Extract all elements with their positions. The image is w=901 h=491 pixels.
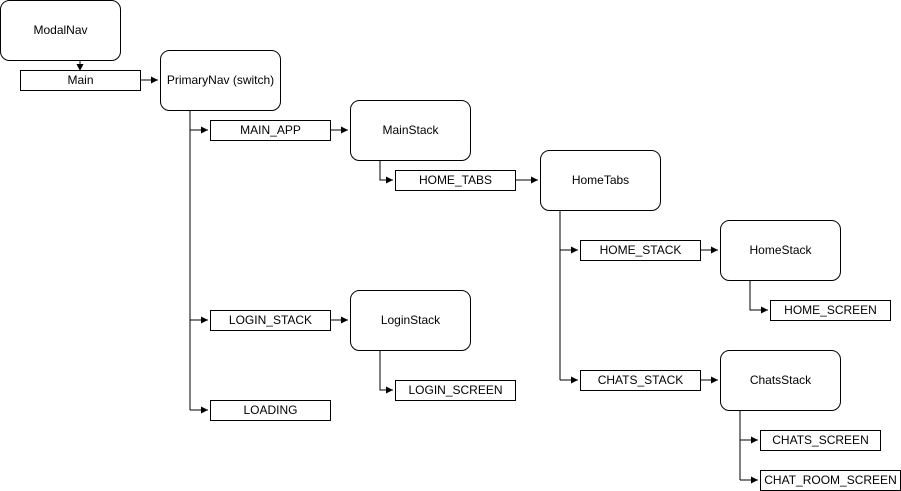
node-primarynav-label: PrimaryNav (switch) xyxy=(167,73,274,87)
node-login-stack-route-label: LOGIN_STACK xyxy=(229,313,312,327)
node-chat-room-screen-label: CHAT_ROOM_SCREEN xyxy=(764,473,896,487)
connectors xyxy=(76,61,768,484)
node-chatsstack-label: ChatsStack xyxy=(750,373,812,387)
node-loading-label: LOADING xyxy=(243,403,297,417)
node-hometabs-label: HomeTabs xyxy=(572,173,629,187)
node-loginstack-label: LoginStack xyxy=(381,313,441,327)
node-homestack-label: HomeStack xyxy=(749,243,812,257)
node-mainstack: MainStack xyxy=(350,100,471,161)
node-home-stack-route-label: HOME_STACK xyxy=(600,243,682,257)
node-modalnav-label: ModalNav xyxy=(33,23,87,37)
node-chats-stack-route: CHATS_STACK xyxy=(580,370,701,391)
node-login-screen: LOGIN_SCREEN xyxy=(395,380,516,401)
connector-mainstack-hometabs-route xyxy=(379,160,393,184)
node-mainstack-label: MainStack xyxy=(382,123,439,137)
node-homestack: HomeStack xyxy=(720,220,841,281)
node-loginstack: LoginStack xyxy=(350,290,471,351)
node-chats-stack-route-label: CHATS_STACK xyxy=(598,373,684,387)
node-hometabs: HomeTabs xyxy=(540,150,661,211)
node-main: Main xyxy=(20,70,141,91)
node-chats-screen-label: CHATS_SCREEN xyxy=(772,433,868,447)
node-login-screen-label: LOGIN_SCREEN xyxy=(408,383,502,397)
connector-loginstack-loginscreen xyxy=(379,350,393,394)
node-main-app: MAIN_APP xyxy=(210,120,331,141)
node-home-screen: HOME_SCREEN xyxy=(770,300,891,321)
node-primarynav: PrimaryNav (switch) xyxy=(160,50,281,111)
node-home-stack-route: HOME_STACK xyxy=(580,240,701,261)
node-modalnav: ModalNav xyxy=(0,0,121,61)
node-home-tabs-route-label: HOME_TABS xyxy=(419,173,492,187)
node-chat-room-screen: CHAT_ROOM_SCREEN xyxy=(760,470,901,491)
node-loading: LOADING xyxy=(210,400,331,421)
connector-homestack-homescreen xyxy=(749,280,768,314)
node-chatsstack: ChatsStack xyxy=(720,350,841,411)
node-home-tabs-route: HOME_TABS xyxy=(395,170,516,191)
node-home-screen-label: HOME_SCREEN xyxy=(784,303,877,317)
node-main-label: Main xyxy=(67,73,93,87)
node-chats-screen: CHATS_SCREEN xyxy=(760,430,881,451)
node-main-app-label: MAIN_APP xyxy=(240,123,301,137)
node-login-stack-route: LOGIN_STACK xyxy=(210,310,331,331)
